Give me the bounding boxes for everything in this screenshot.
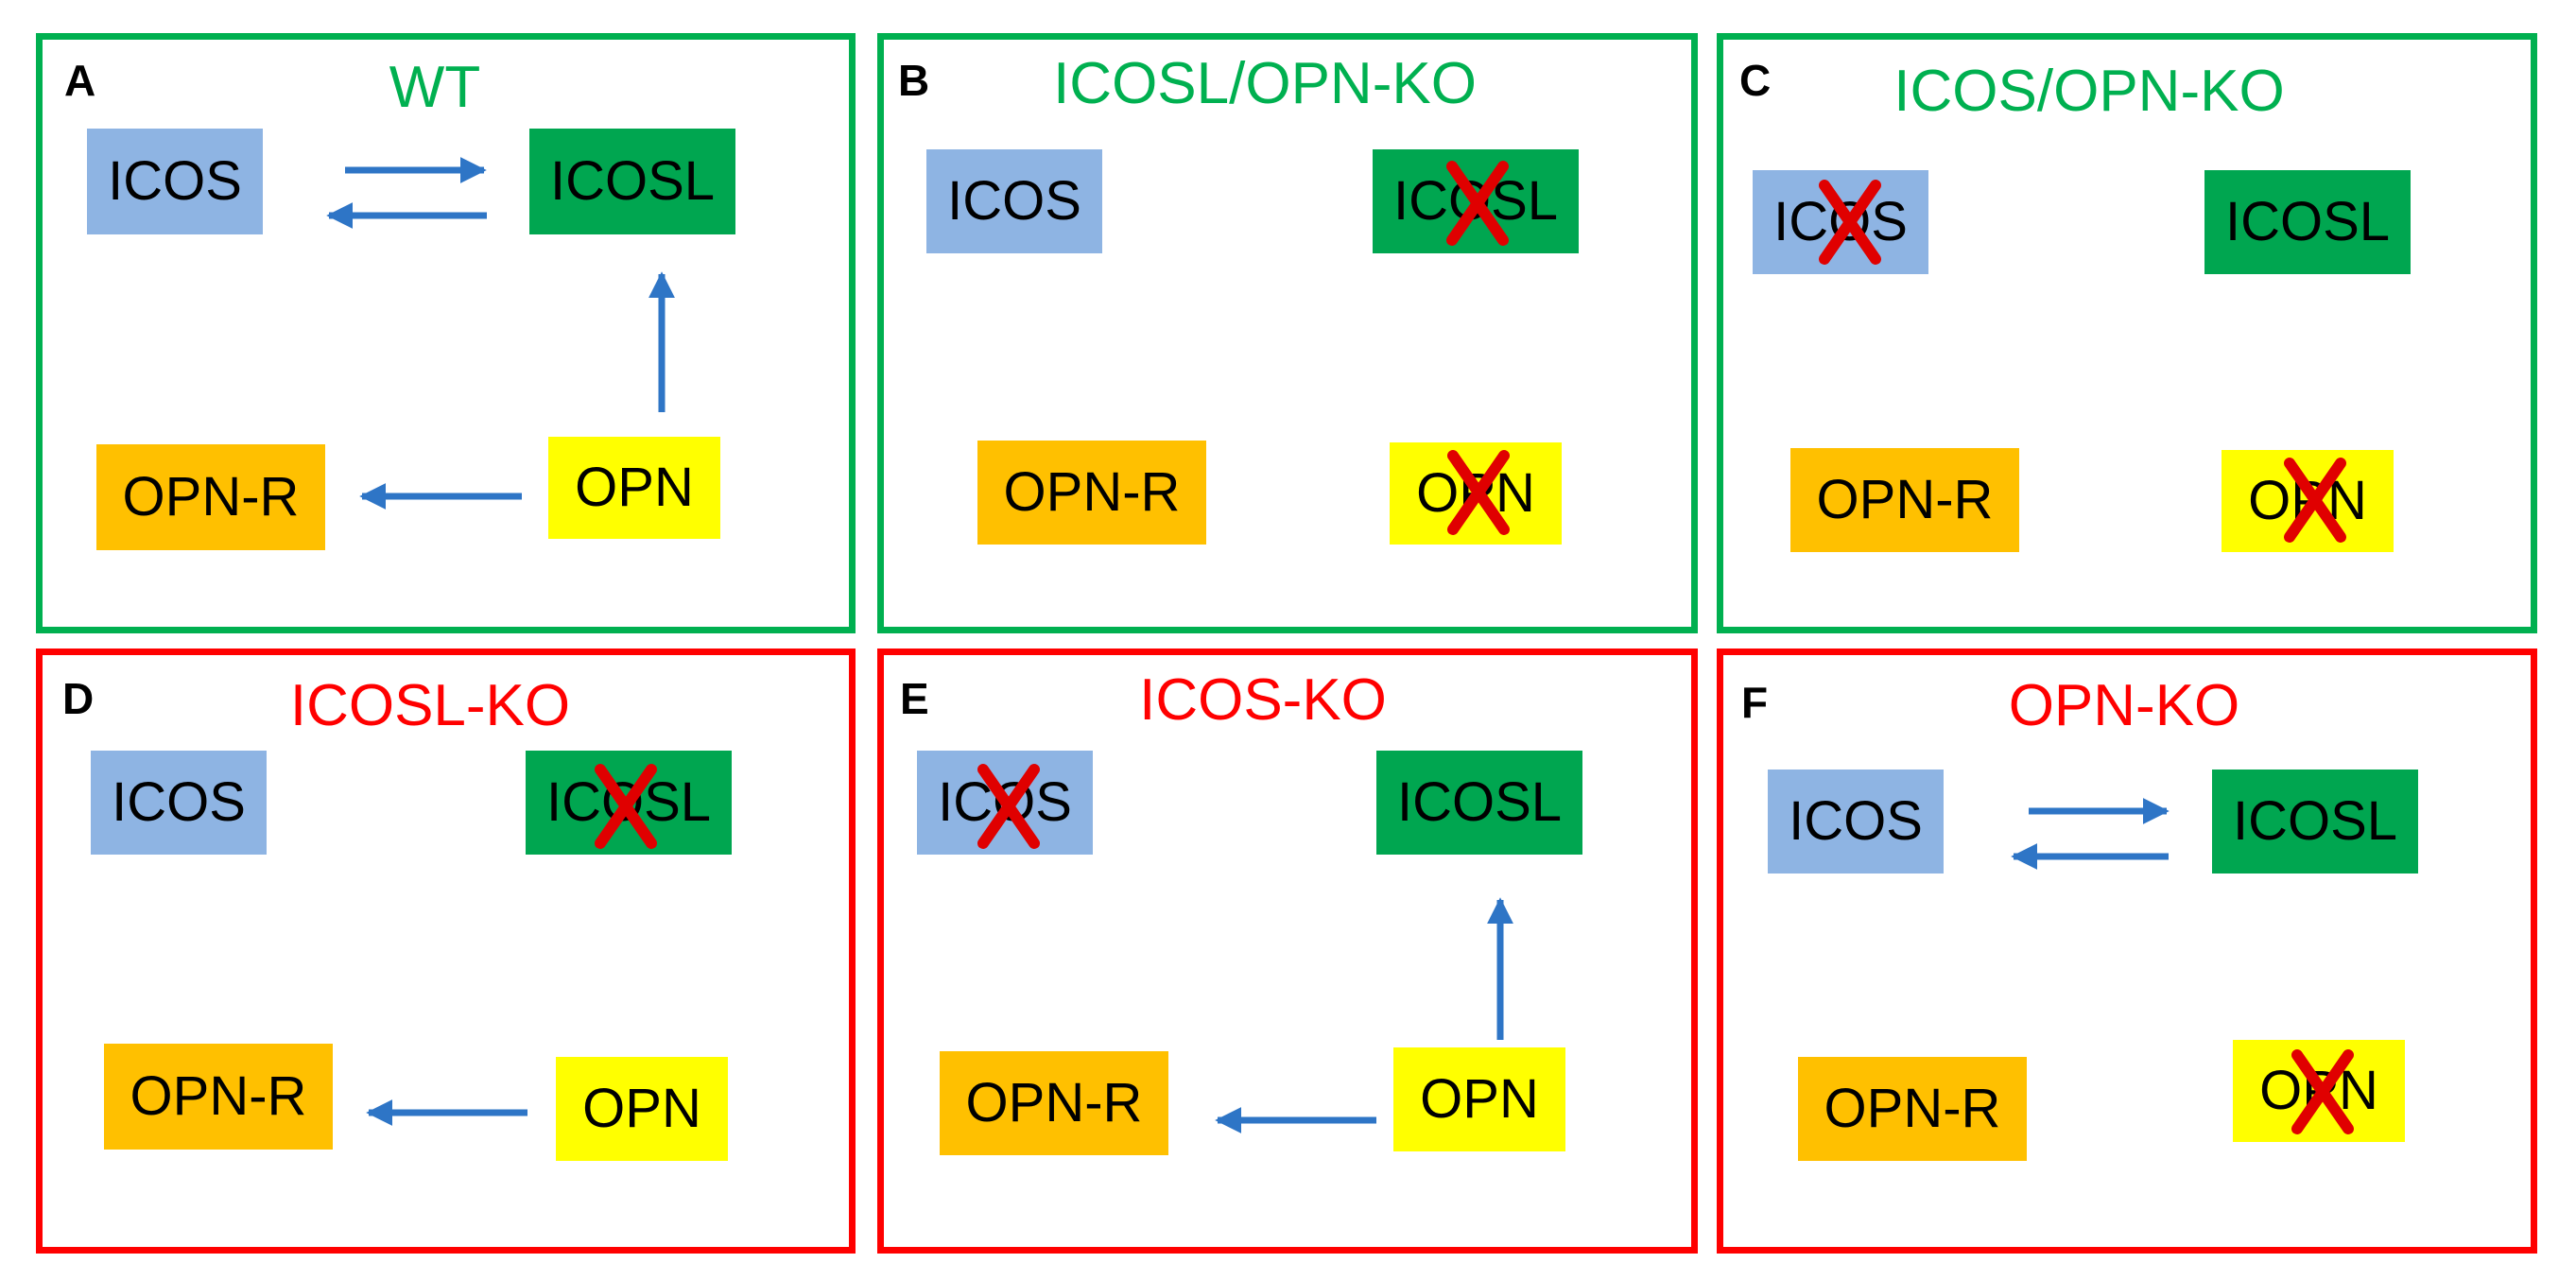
panel-e — [877, 649, 1698, 1254]
panel-c — [1717, 33, 2537, 633]
panel-b-title: ICOSL/OPN-KO — [1053, 51, 1477, 116]
panel-d-opnr-box: OPN-R — [104, 1044, 333, 1150]
panel-b-letter: B — [898, 56, 930, 105]
panel-b-opnr-box: OPN-R — [977, 441, 1206, 545]
panel-d-title: ICOSL-KO — [289, 673, 571, 738]
panel-c-opnr-box: OPN-R — [1790, 448, 2019, 552]
panel-e-title: ICOS-KO — [1139, 667, 1387, 733]
panel-d-icos-box: ICOS — [91, 751, 267, 855]
panel-f-icos-box: ICOS — [1768, 770, 1944, 874]
panel-b-icos-box: ICOS — [926, 149, 1102, 253]
panel-a-opn-box: OPN — [548, 437, 720, 539]
panel-a-opnr-box: OPN-R — [96, 444, 325, 550]
panel-a-icosl-box: ICOSL — [529, 129, 735, 234]
panel-f-letter: F — [1741, 678, 1769, 727]
panel-a-icos-box: ICOS — [87, 129, 263, 234]
panel-e-icosl-box: ICOSL — [1376, 751, 1582, 855]
panel-b — [877, 33, 1698, 633]
panel-e-opnr-box: OPN-R — [940, 1051, 1168, 1155]
panel-c-title: ICOS/OPN-KO — [1893, 59, 2285, 124]
panel-e-opn-box: OPN — [1393, 1047, 1565, 1151]
panel-d — [36, 649, 856, 1254]
panel-c-icosl-box: ICOSL — [2204, 170, 2411, 274]
panel-c-letter: C — [1739, 56, 1772, 105]
panel-d-letter: D — [62, 674, 95, 723]
panel-a-letter: A — [64, 56, 96, 105]
panel-f-opn-box: OPN — [2233, 1040, 2405, 1142]
panel-e-letter: E — [900, 674, 929, 723]
panel-f-opnr-box: OPN-R — [1798, 1057, 2027, 1161]
panel-a-title: WT — [389, 55, 481, 120]
panel-f — [1717, 649, 2537, 1254]
panel-f-title: OPN-KO — [2008, 673, 2240, 738]
panel-f-icosl-box: ICOSL — [2212, 770, 2418, 874]
panel-a — [36, 33, 856, 633]
panel-d-opn-box: OPN — [556, 1057, 728, 1161]
